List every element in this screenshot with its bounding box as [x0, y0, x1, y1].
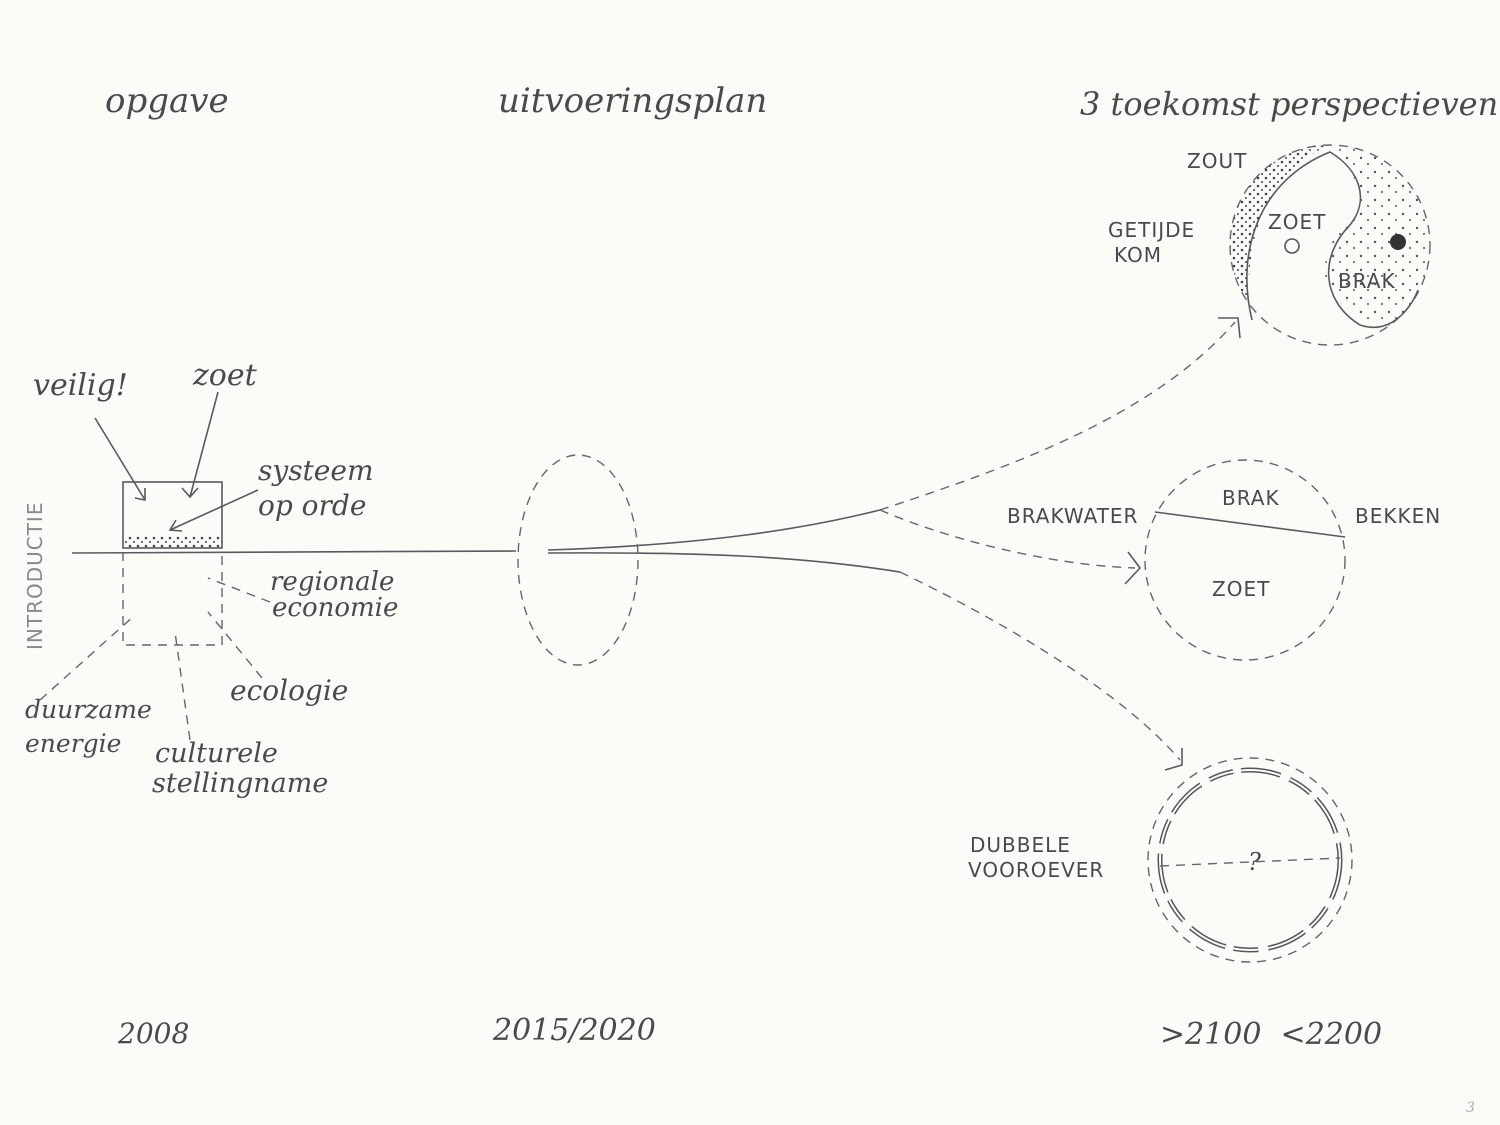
label-veilig: veilig!	[33, 368, 128, 403]
label-getijde-2: KOM	[1114, 243, 1162, 267]
page-number: 3	[1466, 1100, 1475, 1116]
heading-uitvoeringsplan: uitvoeringsplan	[498, 81, 767, 121]
label-systeem-2: op orde	[258, 489, 366, 522]
label-regionale-1: regionale	[270, 567, 394, 597]
arrow-ecologie	[207, 611, 263, 679]
label-zoet: zoet	[192, 358, 258, 393]
label-getijde-1: GETIJDE	[1108, 218, 1195, 242]
label-duurzame-2: energie	[25, 729, 121, 758]
arrow-head-1	[1218, 317, 1241, 339]
opgave-dashed-box	[122, 552, 223, 646]
branch-to-perspective-1	[879, 321, 1236, 511]
timeline-line	[71, 550, 517, 554]
label-ecologie: ecologie	[230, 674, 348, 707]
label-zoet-1: ZOET	[1268, 210, 1326, 234]
label-duurzame-1: duurzame	[25, 695, 152, 724]
perspective-2-brakwater-bekken	[1144, 459, 1346, 661]
label-regionale-2: economie	[272, 593, 398, 623]
arrow-duurzame	[39, 614, 136, 701]
label-zoet-2: ZOET	[1212, 577, 1270, 601]
label-brak-2: BRAK	[1222, 486, 1280, 510]
label-culturele-2: stellingname	[152, 768, 328, 799]
heading-opgave: opgave	[105, 81, 229, 121]
arrow-systeem	[168, 489, 259, 532]
heading-perspectieven: 3 toekomst perspectieven	[1080, 85, 1498, 123]
label-bekken: BEKKEN	[1355, 504, 1441, 528]
system-hatch	[124, 535, 222, 548]
label-question: ?	[1248, 848, 1261, 876]
label-dubbele-2: VOOROEVER	[968, 858, 1104, 882]
arrow-head-3	[1164, 748, 1183, 771]
side-label-introductie: INTRODUCTIE	[23, 502, 47, 650]
arrow-head-2	[1124, 551, 1142, 585]
label-brak-1: BRAK	[1338, 269, 1396, 293]
label-systeem-1: systeem	[258, 454, 374, 487]
perspective-3-dubbele-vooroever	[1147, 757, 1353, 963]
opgave-box	[122, 481, 223, 646]
label-brakwater: BRAKWATER	[1007, 504, 1138, 528]
branch-upper	[547, 509, 881, 551]
arrow-zoet	[181, 391, 219, 499]
year-end: >2100 <2200	[1160, 1017, 1382, 1052]
year-start: 2008	[117, 1017, 189, 1050]
uitvoeringsplan-ellipse	[517, 454, 639, 666]
branch-to-perspective-3	[899, 571, 1181, 761]
branch-lower	[547, 552, 901, 573]
arrow-regionale	[207, 577, 271, 603]
label-culturele-1: culturele	[155, 738, 278, 769]
arrow-culturele	[174, 631, 191, 741]
branch-to-perspective-2	[879, 509, 1136, 569]
arrow-veilig	[94, 417, 146, 501]
perspective-1-getijde	[1229, 144, 1431, 346]
label-dubbele-1: DUBBELE	[970, 833, 1071, 857]
label-zout: ZOUT	[1187, 149, 1247, 173]
year-middle: 2015/2020	[492, 1013, 656, 1048]
